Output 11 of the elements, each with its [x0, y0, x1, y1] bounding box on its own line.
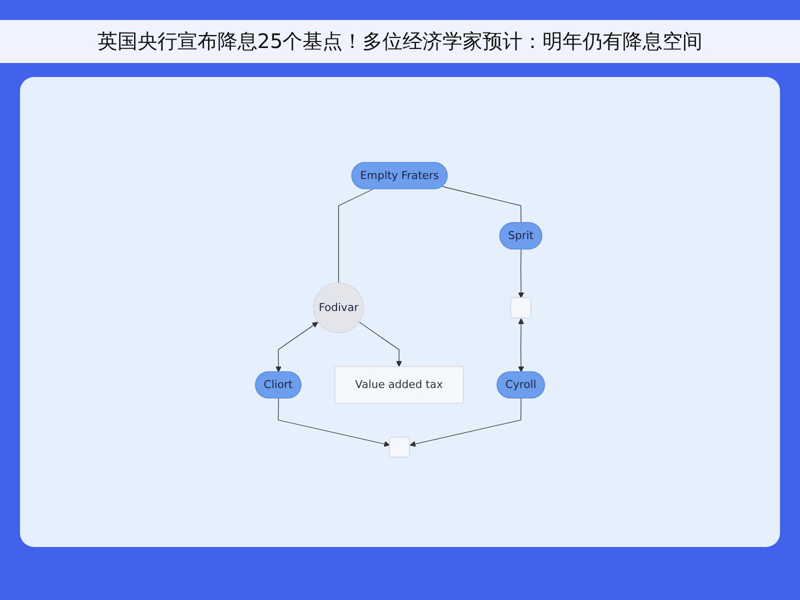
- arrow: [278, 398, 390, 448]
- node-circle: Fodivar: [313, 282, 364, 334]
- node-box: Value added tax: [334, 366, 464, 404]
- arrow: [410, 398, 522, 448]
- arrow: [276, 322, 318, 372]
- headline-banner: 英国央行宣布降息25个基点！多位经济学家预计：明年仍有降息空间: [0, 20, 800, 63]
- arrow: [358, 322, 402, 368]
- connector: [442, 186, 522, 224]
- connector: [338, 188, 374, 284]
- arrow: [518, 249, 524, 298]
- arrow: [518, 318, 524, 372]
